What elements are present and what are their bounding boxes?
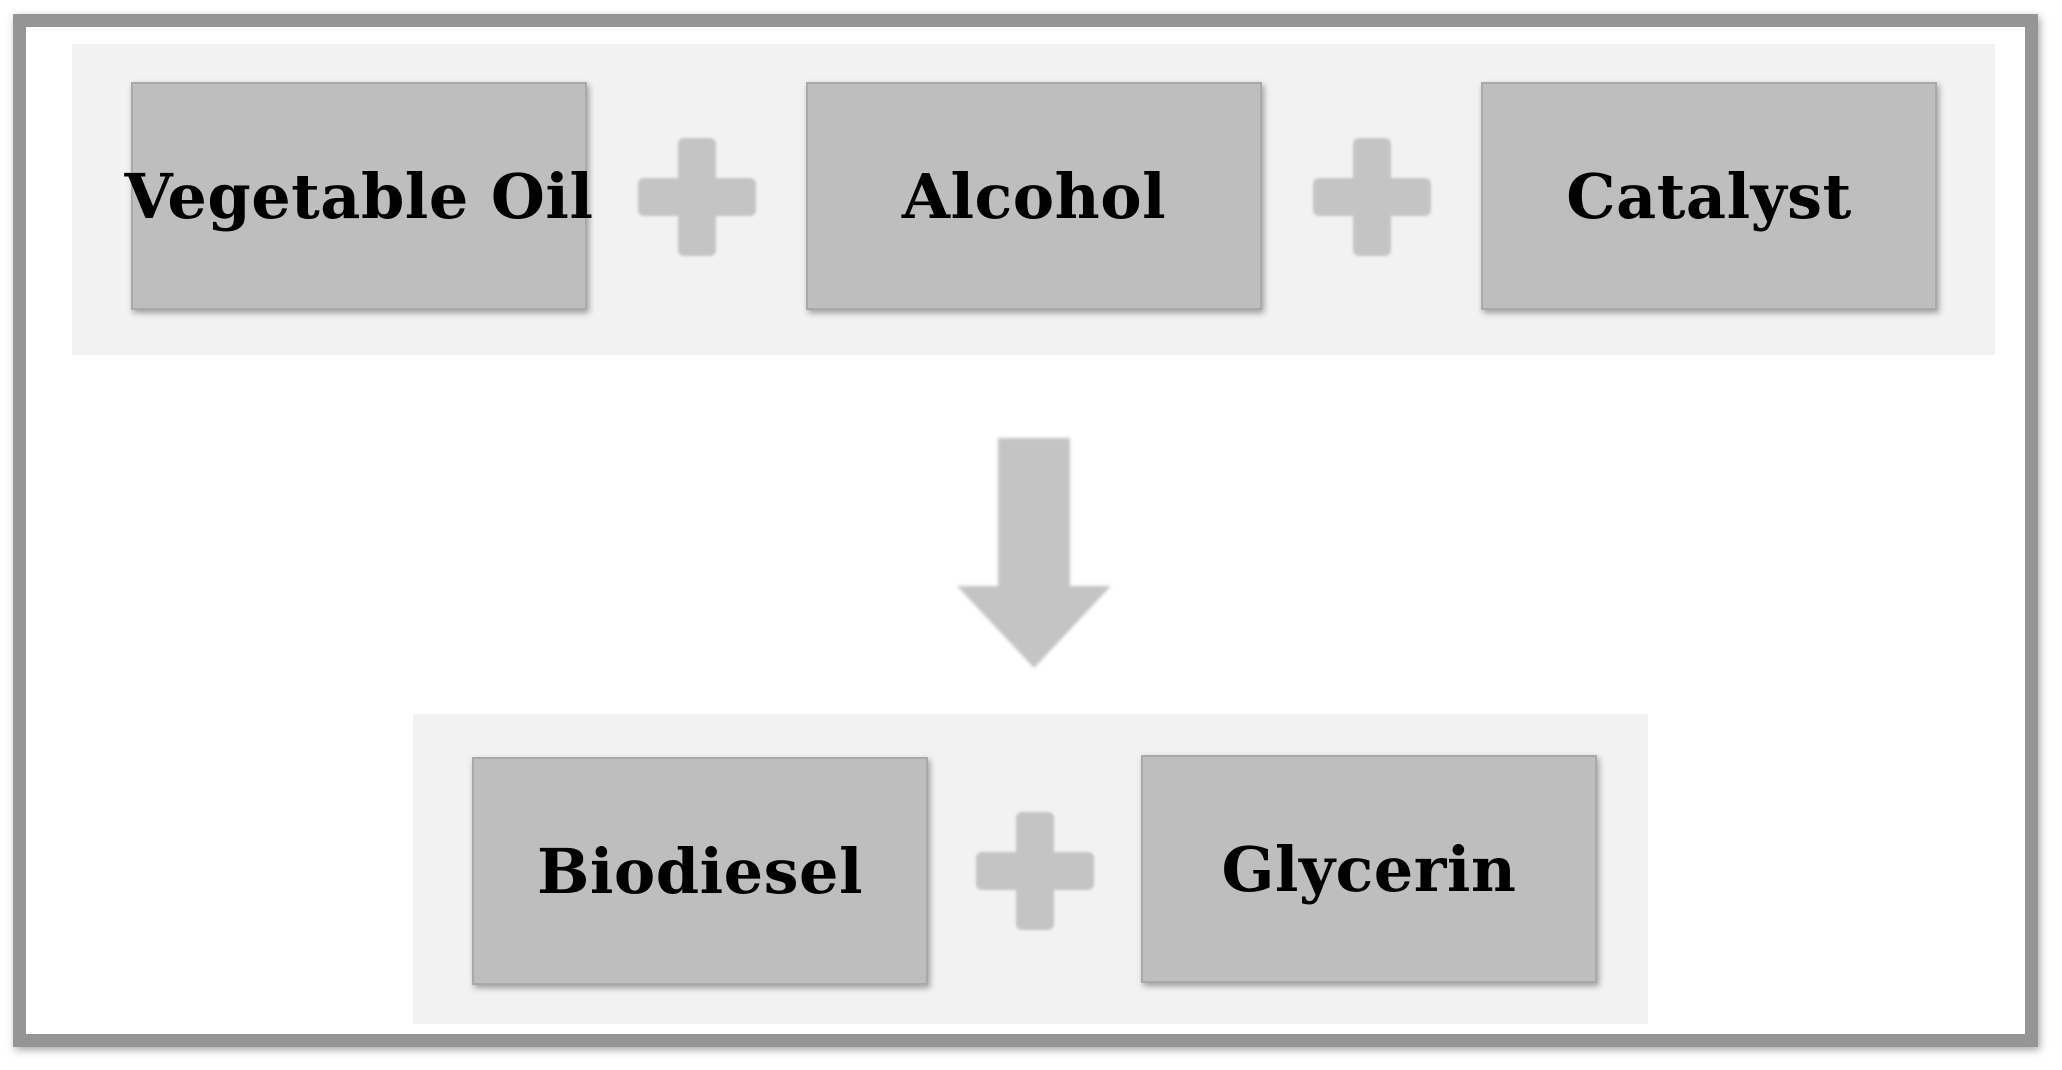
arrow-down-icon bbox=[957, 438, 1111, 668]
output-box-glycerin: Glycerin bbox=[1141, 755, 1597, 983]
input-label: Alcohol bbox=[901, 159, 1167, 233]
plus-icon bbox=[976, 812, 1094, 930]
plus-icon bbox=[638, 138, 756, 256]
output-box-biodiesel: Biodiesel bbox=[472, 757, 928, 985]
output-label: Biodiesel bbox=[536, 834, 864, 908]
input-box-alcohol: Alcohol bbox=[806, 82, 1262, 310]
output-label: Glycerin bbox=[1221, 832, 1517, 906]
input-label: Vegetable Oil bbox=[124, 159, 594, 233]
plus-icon bbox=[1313, 138, 1431, 256]
input-box-catalyst: Catalyst bbox=[1481, 82, 1937, 310]
input-box-vegetable-oil: Vegetable Oil bbox=[124, 82, 593, 310]
input-label: Catalyst bbox=[1566, 159, 1852, 233]
